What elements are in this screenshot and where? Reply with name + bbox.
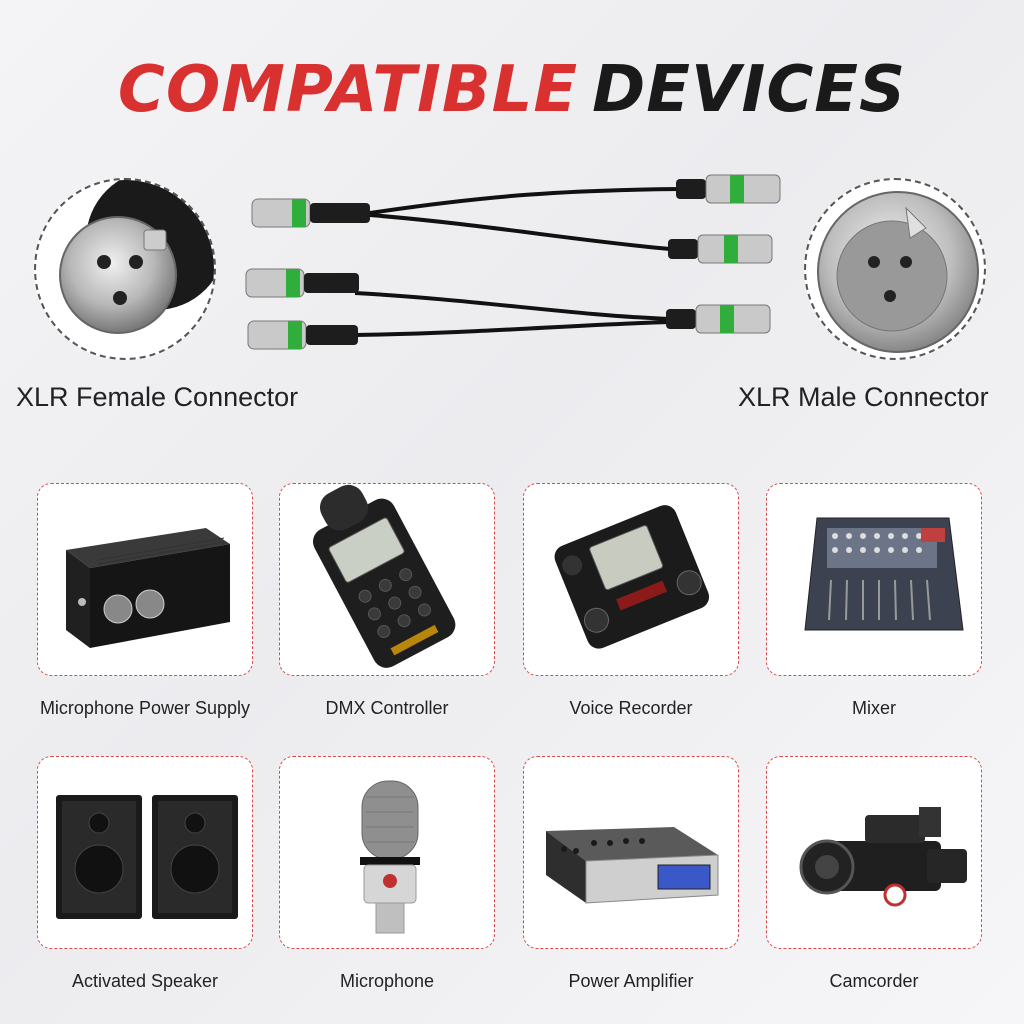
device-card-mixer xyxy=(766,483,982,676)
device-label: Voice Recorder xyxy=(569,698,693,718)
device-card-power-amplifier xyxy=(523,756,739,949)
xlr-y-cable-image xyxy=(245,174,781,350)
device-card-voice-recorder xyxy=(523,483,739,676)
device-label: Camcorder xyxy=(829,971,919,991)
power-supply-icon xyxy=(66,528,230,648)
device-label: Power Amplifier xyxy=(568,971,694,991)
microphone-icon xyxy=(360,780,420,934)
device-card-camcorder xyxy=(766,756,982,949)
xlr-female-closeup xyxy=(34,178,216,360)
device-card-microphone-power-supply xyxy=(37,483,253,676)
power-amplifier-icon xyxy=(546,827,719,904)
device-label: Microphone Power Supply xyxy=(39,698,251,718)
camcorder-icon xyxy=(799,807,967,907)
dmx-controller-icon xyxy=(312,484,456,668)
speaker-icon xyxy=(56,795,238,919)
device-card-microphone xyxy=(279,756,495,949)
title-main: DEVICES xyxy=(592,53,907,127)
female-connector-label: XLR Female Connector xyxy=(16,382,299,412)
voice-recorder-icon xyxy=(554,505,710,649)
title-accent: COMPATIBLE xyxy=(117,53,579,127)
xlr-male-closeup xyxy=(804,178,986,360)
device-label: DMX Controller xyxy=(325,698,449,718)
device-label: Activated Speaker xyxy=(71,971,219,991)
device-card-activated-speaker xyxy=(37,756,253,949)
device-label: Mixer xyxy=(852,698,896,718)
xlr-male-icon xyxy=(817,191,979,353)
female-plug-1 xyxy=(251,198,370,228)
device-card-dmx-controller xyxy=(279,483,495,676)
device-label: Microphone xyxy=(339,971,435,991)
mixer-icon xyxy=(804,517,964,631)
xlr-female-icon xyxy=(59,180,214,334)
male-connector-label: XLR Male Connector xyxy=(738,382,989,412)
